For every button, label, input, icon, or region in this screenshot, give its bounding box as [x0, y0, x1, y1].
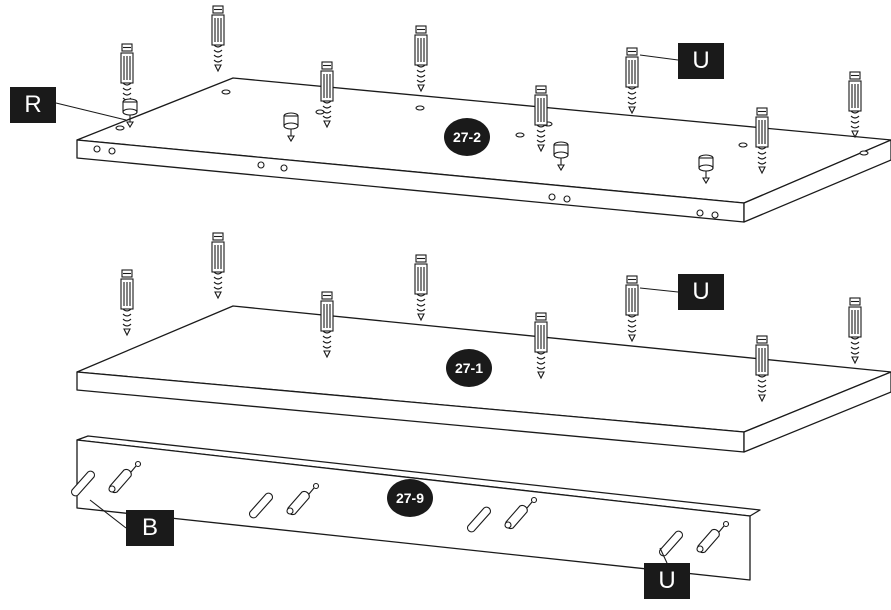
dowel-connector-set	[467, 496, 538, 533]
cam-bolt-top	[755, 107, 769, 175]
dowel-hole	[515, 132, 525, 138]
dowel-hole	[315, 109, 325, 115]
badge-label: 27-1	[455, 360, 483, 376]
leader-line	[639, 54, 679, 61]
dowel-hole	[738, 142, 748, 148]
cam-bolt-top	[848, 71, 862, 139]
dowel-hole	[221, 89, 231, 95]
dowel-hole	[415, 105, 425, 111]
edge-hole	[280, 164, 288, 172]
edge-hole	[548, 193, 556, 201]
cam-bolt-top	[625, 47, 639, 115]
edge-hole	[696, 209, 704, 217]
cam-lock	[698, 154, 714, 185]
cam-bolt-middle	[211, 232, 225, 300]
cam-bolt-middle	[755, 335, 769, 403]
cam-bolt-top	[414, 25, 428, 93]
edge-hole	[93, 145, 101, 153]
cam-lock	[553, 141, 569, 172]
label-u-top: U	[678, 43, 724, 79]
edge-hole	[108, 147, 116, 155]
dowel-hole	[115, 125, 125, 131]
cam-lock	[283, 112, 299, 143]
cam-bolt-middle	[320, 291, 334, 359]
edge-hole	[563, 195, 571, 203]
badge-label: 27-9	[396, 490, 424, 506]
leader-line	[55, 102, 127, 121]
badge-label: 27-2	[453, 129, 481, 145]
cam-lock	[122, 98, 138, 129]
leader-line	[89, 499, 127, 529]
cam-bolt-top	[534, 85, 548, 153]
badge-27-1: 27-1	[446, 349, 492, 387]
dowel-hole	[859, 150, 869, 156]
cam-bolt-middle	[625, 275, 639, 343]
cam-bolt-middle	[534, 312, 548, 380]
panel-27-2-side-face	[743, 139, 891, 223]
label-u-bottom: U	[644, 563, 690, 599]
badge-27-9: 27-9	[387, 479, 433, 517]
panel-27-2	[76, 77, 891, 223]
label-b: B	[126, 510, 174, 546]
dowel-connector-set	[659, 520, 730, 557]
dowel-connector-set	[249, 482, 320, 519]
badge-27-2: 27-2	[444, 118, 490, 156]
cam-bolt-middle	[120, 269, 134, 337]
cam-bolt-top	[320, 61, 334, 129]
leader-line	[639, 287, 679, 293]
edge-hole	[711, 211, 719, 219]
edge-hole	[257, 161, 265, 169]
label-r: R	[10, 87, 56, 123]
leader-line	[659, 547, 668, 564]
cam-bolt-middle	[414, 254, 428, 322]
panel-27-1-side-face	[743, 371, 891, 453]
cam-bolt-middle	[848, 297, 862, 365]
label-u-middle: U	[678, 274, 724, 310]
dowel-connector-set	[71, 460, 142, 497]
cam-bolt-top	[211, 5, 225, 73]
